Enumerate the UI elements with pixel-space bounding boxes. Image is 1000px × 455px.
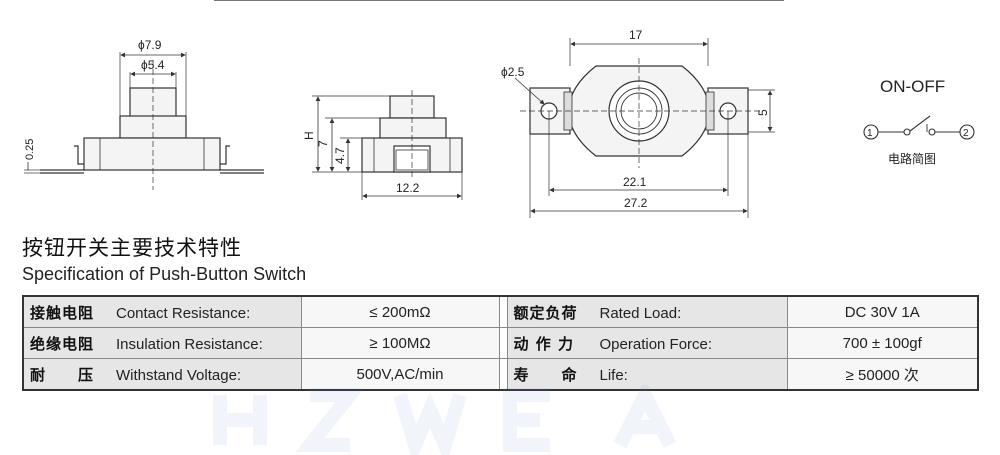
front-view-collar bbox=[379, 117, 447, 139]
side-view bbox=[24, 52, 264, 190]
table-row: 接触电阻 Contact Resistance: ≤ 200mΩ 额定负荷 Rate… bbox=[22, 295, 979, 328]
spec-title-english: Specification of Push-Button Switch bbox=[22, 264, 307, 284]
circuit-caption: 电路简图 bbox=[888, 151, 936, 166]
spec-table: 接触电阻 Contact Resistance: ≤ 200mΩ 额定负荷 Rate… bbox=[22, 295, 979, 391]
insulation-resistance-en: Insulation Resistance: bbox=[116, 335, 263, 353]
life-value: ≥ 50000 次 bbox=[786, 358, 979, 391]
column-gap bbox=[498, 295, 508, 328]
operation-force-cn: 动 作 力 bbox=[513, 334, 574, 353]
column-gap bbox=[498, 327, 508, 359]
withstand-voltage-cn: 耐 压 bbox=[30, 365, 95, 384]
operation-force-value: 700 ± 100gf bbox=[786, 327, 979, 359]
dim-hole-diameter: ϕ2.5 bbox=[501, 65, 525, 79]
front-view bbox=[312, 90, 463, 200]
terminal-2-label: 2 bbox=[963, 128, 969, 139]
spec-label-cell: 额定负荷 Rated Load: bbox=[506, 295, 788, 328]
spec-label-cell: 耐 压 Withstand Voltage: bbox=[22, 358, 302, 391]
spec-label-cell: 动 作 力 Operation Force: bbox=[506, 327, 788, 359]
withstand-voltage-en: Withstand Voltage: bbox=[116, 366, 242, 384]
dim-4-7: 4.7 bbox=[333, 147, 347, 164]
circuit-title: ON-OFF bbox=[880, 77, 945, 96]
dim-outer-diameter: ϕ7.9 bbox=[138, 38, 162, 52]
dim-inner-diameter: ϕ5.4 bbox=[141, 58, 165, 72]
top-border-line bbox=[214, 0, 784, 1]
terminal-2-marker bbox=[959, 124, 975, 140]
spec-label-cell: 接触电阻 Contact Resistance: bbox=[22, 295, 302, 328]
circuit-diagram bbox=[863, 115, 975, 140]
contact-resistance-en: Contact Resistance: bbox=[116, 304, 251, 322]
contact-resistance-value: ≤ 200mΩ bbox=[300, 295, 500, 328]
spec-label-cell: 寿 命 Life: bbox=[506, 358, 788, 391]
insulation-resistance-cn: 绝缘电阻 bbox=[30, 334, 95, 353]
technical-drawing: ϕ7.9 ϕ5.4 0.25 H 7 4.7 12.2 bbox=[24, 28, 975, 218]
watermark-logo bbox=[213, 385, 677, 455]
insulation-resistance-value: ≥ 100MΩ bbox=[300, 327, 500, 359]
rated-load-value: DC 30V 1A bbox=[786, 295, 979, 328]
switch-contact-arm bbox=[909, 115, 931, 132]
life-en: Life: bbox=[599, 366, 628, 384]
dim-width: 12.2 bbox=[396, 181, 420, 195]
dim-height: H bbox=[302, 131, 316, 140]
side-view-right-terminal bbox=[220, 145, 230, 165]
dim-hole-spacing: 22.1 bbox=[623, 175, 647, 189]
leader-hole-diameter bbox=[514, 77, 545, 105]
contact-resistance-cn: 接触电阻 bbox=[30, 303, 95, 322]
dim-overall-width: 27.2 bbox=[624, 196, 648, 210]
withstand-voltage-value: 500V,AC/min bbox=[300, 358, 500, 391]
operation-force-en: Operation Force: bbox=[599, 335, 713, 353]
dim-side-height: 5 bbox=[756, 109, 770, 116]
rated-load-cn: 额定负荷 bbox=[513, 303, 578, 322]
side-view-body bbox=[83, 137, 221, 171]
table-row: 耐 压 Withstand Voltage: 500V,AC/min 寿 命 Lif… bbox=[22, 358, 979, 391]
spec-title-chinese: 按钮开关主要技术特性 bbox=[22, 236, 242, 260]
spec-label-cell: 绝缘电阻 Insulation Resistance: bbox=[22, 327, 302, 359]
dim-7: 7 bbox=[316, 140, 330, 147]
rated-load-en: Rated Load: bbox=[599, 304, 682, 322]
dim-terminal-thickness: 0.25 bbox=[24, 139, 36, 160]
dim-body-width: 17 bbox=[629, 28, 643, 42]
table-row: 绝缘电阻 Insulation Resistance: ≥ 100MΩ 动 作 力… bbox=[22, 327, 979, 359]
side-view-left-terminal bbox=[74, 145, 84, 165]
terminal-1-label: 1 bbox=[867, 128, 873, 139]
column-gap bbox=[498, 358, 508, 391]
life-cn: 寿 命 bbox=[513, 365, 578, 384]
top-view bbox=[514, 38, 775, 218]
